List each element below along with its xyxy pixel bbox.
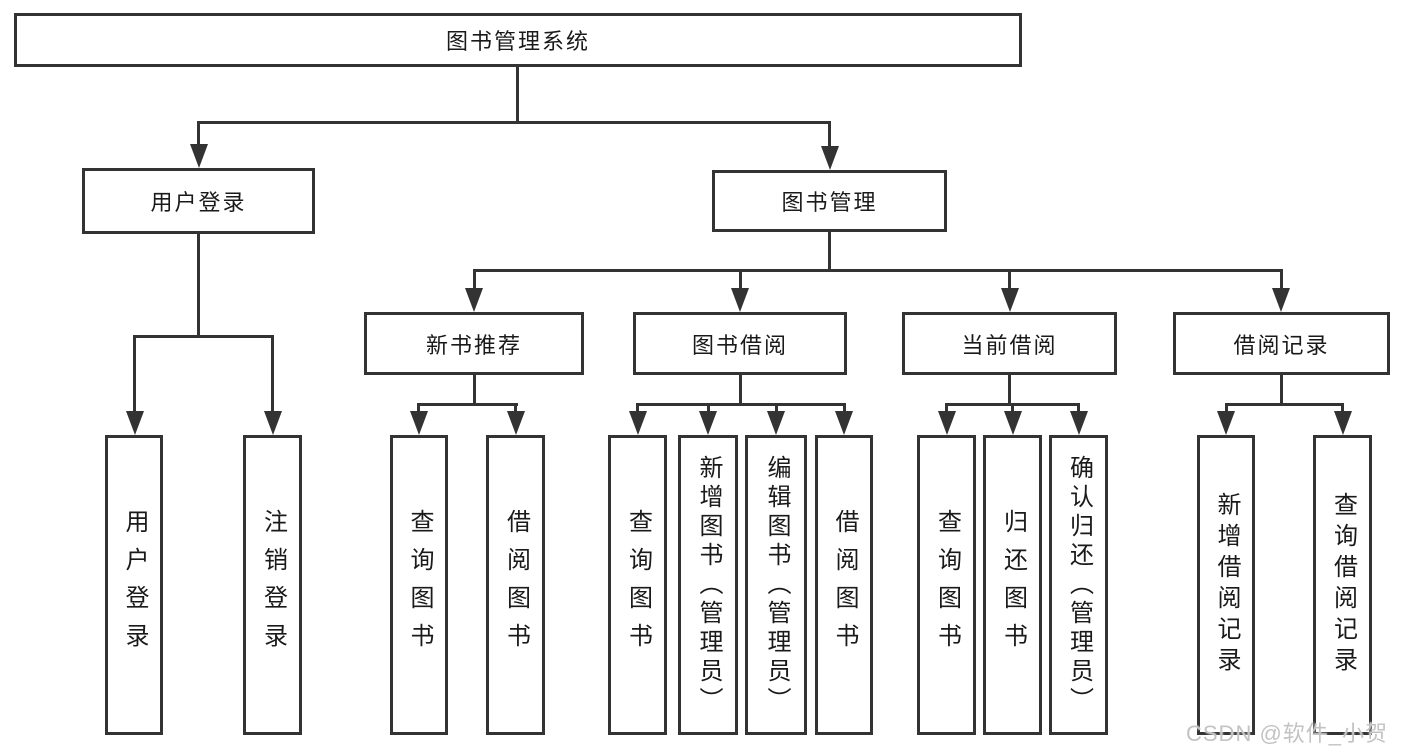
node-book-management: 图书管理 xyxy=(712,170,947,232)
connector-line xyxy=(1008,269,1011,290)
arrow-down-icon xyxy=(1070,411,1088,435)
leaf-borrow-books-borrowing: 借阅图书 xyxy=(815,435,873,735)
arrow-down-icon xyxy=(507,411,525,435)
node-user-login: 用户登录 xyxy=(82,168,315,234)
connector-line xyxy=(636,403,639,414)
connector-line xyxy=(775,403,778,414)
connector-line xyxy=(417,403,420,414)
arrow-down-icon xyxy=(1334,411,1352,435)
leaf-confirm-return-admin: 确认归还（管理员） xyxy=(1049,435,1108,735)
connector-line xyxy=(1280,375,1283,406)
leaf-return-books: 归还图书 xyxy=(983,435,1042,735)
arrow-down-icon xyxy=(126,411,144,435)
leaf-user-login: 用户登录 xyxy=(105,435,163,735)
leaf-borrow-books-recommend: 借阅图书 xyxy=(486,435,545,735)
connector-line xyxy=(473,269,476,290)
connector-line xyxy=(828,232,831,272)
connector-line xyxy=(473,375,476,406)
arrow-down-icon xyxy=(938,411,956,435)
connector-line xyxy=(197,121,831,124)
connector-line xyxy=(197,121,200,146)
connector-line xyxy=(1008,375,1011,406)
leaf-query-books-borrowing: 查询图书 xyxy=(608,435,667,735)
connector-line xyxy=(514,403,517,414)
node-library-system: 图书管理系统 xyxy=(14,13,1022,67)
connector-line xyxy=(828,121,831,148)
connector-line xyxy=(636,403,846,406)
connector-line xyxy=(271,335,274,415)
leaf-add-borrow-record: 新增借阅记录 xyxy=(1197,435,1255,735)
arrow-down-icon xyxy=(699,411,717,435)
arrow-down-icon xyxy=(629,411,647,435)
connector-line xyxy=(945,403,948,414)
connector-line xyxy=(133,335,136,415)
connector-line xyxy=(1077,403,1080,414)
node-current-borrowing: 当前借阅 xyxy=(902,312,1117,375)
connector-line xyxy=(843,403,846,414)
connector-line xyxy=(133,335,274,338)
connector-line xyxy=(417,403,518,406)
leaf-edit-book-admin: 编辑图书（管理员） xyxy=(745,435,807,735)
arrow-down-icon xyxy=(410,411,428,435)
node-borrowing-records: 借阅记录 xyxy=(1173,312,1390,375)
leaf-query-books-current: 查询图书 xyxy=(917,435,976,735)
arrow-down-icon xyxy=(835,411,853,435)
leaf-query-books-recommend: 查询图书 xyxy=(390,435,448,735)
connector-line xyxy=(516,67,519,124)
connector-line xyxy=(473,269,1283,272)
connector-line xyxy=(739,269,742,290)
arrow-down-icon xyxy=(1272,288,1290,312)
connector-line xyxy=(1225,403,1344,406)
connector-line xyxy=(707,403,710,414)
arrow-down-icon xyxy=(821,146,839,170)
arrow-down-icon xyxy=(1004,411,1022,435)
arrow-down-icon xyxy=(1001,288,1019,312)
leaf-logout: 注销登录 xyxy=(243,435,302,735)
leaf-add-book-admin: 新增图书（管理员） xyxy=(678,435,738,735)
arrow-down-icon xyxy=(190,144,208,168)
connector-line xyxy=(1225,403,1228,414)
arrow-down-icon xyxy=(264,411,282,435)
arrow-down-icon xyxy=(465,288,483,312)
arrow-down-icon xyxy=(767,411,785,435)
csdn-watermark: CSDN @软件_小贺同学 xyxy=(1186,721,1389,746)
arrow-down-icon xyxy=(1217,411,1235,435)
node-new-book-recommend: 新书推荐 xyxy=(364,312,584,375)
arrow-down-icon xyxy=(731,288,749,312)
connector-line xyxy=(1341,403,1344,414)
connector-line xyxy=(739,375,742,406)
connector-line xyxy=(1011,403,1014,414)
leaf-query-borrow-record: 查询借阅记录 xyxy=(1313,435,1372,735)
connector-line xyxy=(197,234,200,338)
connector-line xyxy=(1280,269,1283,290)
node-book-borrowing: 图书借阅 xyxy=(633,312,847,375)
